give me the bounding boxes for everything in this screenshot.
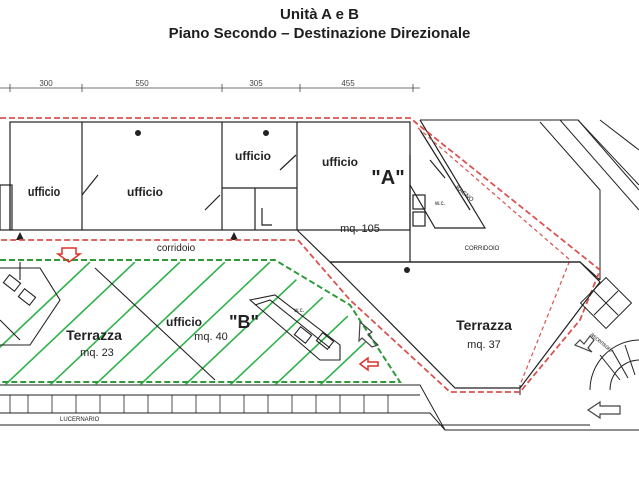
room-label-ufficio: ufficio [127, 185, 163, 199]
terrace-a-area: mq. 37 [467, 339, 501, 351]
terrace-a-label: Terrazza [456, 317, 512, 333]
terrace-a-outline [328, 261, 601, 389]
plan-title: Unità A e B [280, 6, 359, 23]
dimension-line [0, 84, 420, 92]
unit-b-label: "B" [229, 312, 259, 332]
corridor-label: corridoio [157, 243, 196, 254]
building-outline [0, 119, 639, 431]
wc-label: w.c. [293, 308, 305, 314]
dimension-label: 550 [135, 79, 149, 88]
room-label-ufficio: ufficio [235, 149, 271, 163]
lucernario-label: LUCERNARIO [60, 417, 100, 423]
plan-subtitle: Piano Secondo – Destinazione Direzionale [168, 25, 471, 42]
unit-b-area: mq. 40 [194, 331, 228, 343]
direction-arrows [55, 247, 621, 420]
room-label-ufficio: ufficio [28, 184, 60, 199]
ascensore [579, 276, 639, 391]
unit-b-walls [0, 262, 341, 381]
terrace-b-label: Terrazza [66, 327, 122, 343]
terrace-b-hatch [0, 262, 395, 385]
dimension-label: 300 [39, 79, 53, 88]
unit-b-border [0, 259, 402, 383]
room-label-ufficio: ufficio [322, 155, 358, 169]
unit-a-area: mq. 105 [340, 223, 380, 235]
unit-a-label: "A" [371, 167, 404, 189]
ascensore-label: ascensore [589, 332, 615, 355]
dimension-label: 455 [341, 79, 355, 88]
wall-markers [16, 130, 410, 273]
unit-a-border [0, 117, 602, 393]
terrace-b-area: mq. 23 [80, 347, 114, 359]
corridor-small-label: CORRIDOIO [465, 246, 500, 252]
unit-a-walls [0, 119, 601, 281]
dimension-label: 305 [249, 79, 263, 88]
room-label-ufficio: ufficio [166, 315, 202, 329]
wc-label: w.c. [434, 201, 446, 207]
lucernario-grid [9, 395, 389, 413]
